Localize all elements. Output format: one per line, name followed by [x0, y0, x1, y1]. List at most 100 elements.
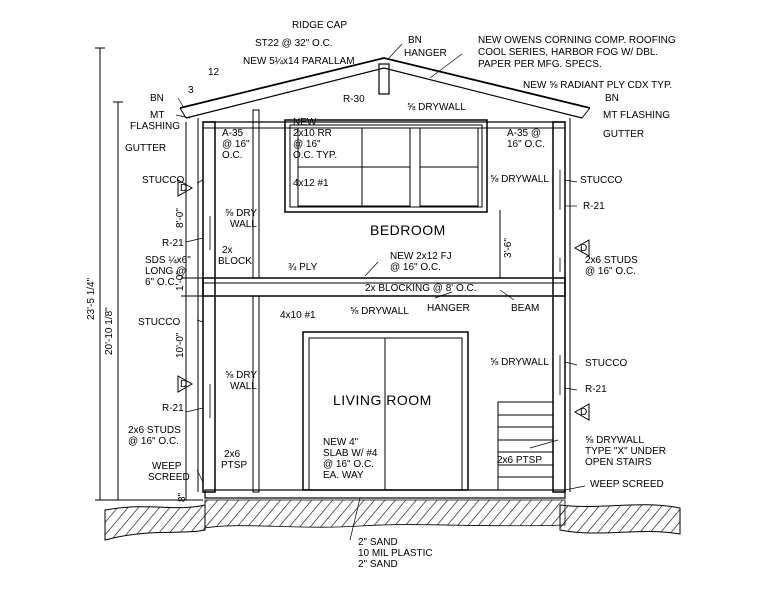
label-a35-right-1: A-35 @ [507, 128, 542, 139]
label-a35-right-2: 16" O.C. [507, 139, 546, 150]
detail-marker [177, 375, 194, 393]
label-ptsp-right: 2x6 PTSP [497, 455, 543, 466]
label-mt-right: MT FLASHING [603, 110, 671, 121]
label-block-1: 2x [222, 245, 233, 256]
label-sds-1: SDS ¼x6" [145, 255, 191, 266]
label-header-4x10: 4x10 #1 [280, 310, 316, 321]
room-label-living-room: LIVING ROOM [333, 392, 432, 408]
label-r21-upper-left: R-21 [162, 238, 184, 249]
label-foundation-2: 10 MIL PLASTIC [358, 548, 433, 559]
stairs [497, 401, 554, 491]
dim-upper-wall: 8'-0" [175, 208, 186, 228]
label-parallam: NEW 5¼x14 PARALLAM [243, 56, 355, 67]
detail-marker [573, 239, 590, 257]
ridge-beam [378, 63, 390, 95]
label-gutter-left: GUTTER [125, 143, 167, 154]
label-block-2: BLOCK [218, 256, 252, 267]
label-slope-run: 12 [208, 67, 220, 78]
label-drywall-lower-left-1: ⅝ DRY [225, 370, 258, 381]
label-beam: BEAM [511, 303, 540, 314]
label-ptsp-left-2: PTSP [221, 460, 248, 471]
label-r21-lower-right: R-21 [585, 384, 607, 395]
label-mt-left-2: FLASHING [130, 121, 181, 132]
label-stucco-upper-left: STUCCO [142, 175, 185, 186]
detail-marker [177, 179, 194, 197]
stud [252, 295, 260, 493]
ground-hatch [559, 504, 681, 535]
label-ridge-cap: RIDGE CAP [292, 20, 348, 31]
label-hanger: HANGER [427, 303, 470, 314]
label-stucco-upper-right: STUCCO [580, 175, 623, 186]
detail-marker-label: D [180, 379, 188, 390]
dim-floor-depth: 1'-0" [175, 271, 186, 291]
label-r30: R-30 [343, 94, 365, 105]
label-slab-3: @ 16" O.C. [323, 459, 374, 470]
stud [252, 109, 260, 279]
label-gutter-right: GUTTER [603, 129, 645, 140]
label-fj-2: @ 16" O.C. [390, 262, 441, 273]
label-stair-drywall-3: OPEN STAIRS [585, 457, 652, 468]
label-sds-2: LONG @ [145, 266, 187, 277]
dim-window-sill: 3'-6" [503, 238, 514, 258]
label-slope-rise: 3 [188, 85, 194, 96]
label-bn-right: BN [605, 93, 619, 104]
dim-lower-wall: 10'-0" [175, 332, 186, 358]
ground-hatch [104, 504, 206, 541]
room-label-bedroom: BEDROOM [370, 222, 446, 238]
label-bn-top: BN [408, 35, 422, 46]
label-header-4x12: 4x12 #1 [293, 178, 329, 189]
label-stair-drywall-2: TYPE "X" UNDER [585, 446, 667, 457]
detail-marker-label: D [580, 243, 588, 254]
label-bn-left: BN [150, 93, 164, 104]
right-wall [552, 121, 566, 493]
label-weep-left-1: WEEP [152, 461, 182, 472]
label-slab-2: SLAB W/ #4 [323, 448, 378, 459]
label-a35-left-2: @ 16" [222, 139, 250, 150]
label-drywall-lower-right: ⅝ DRYWALL [490, 357, 549, 368]
label-weep-left-2: SCREED [148, 472, 190, 483]
label-roofing-3: PAPER PER MFG. SPECS. [478, 59, 602, 70]
label-slab-4: EA. WAY [323, 470, 364, 481]
label-rafter-3: @ 16" [293, 139, 321, 150]
label-r21-lower-left: R-21 [162, 403, 184, 414]
window [284, 119, 488, 213]
dim-top-plate: 20'-10 1/8" [104, 307, 115, 355]
label-a35-left-1: A-35 [222, 128, 244, 139]
label-foundation-1: 2" SAND [358, 537, 398, 548]
label-foundation-3: 2" SAND [358, 559, 398, 570]
label-studs-left-2: @ 16" O.C. [128, 436, 179, 447]
label-roofing-1: NEW OWENS CORNING COMP. ROOFING [478, 35, 676, 46]
label-stair-drywall-1: ⅝ DRYWALL [585, 435, 644, 446]
label-blocking: 2x BLOCKING @ 8' O.C. [365, 283, 477, 294]
label-hanger-top: HANGER [404, 48, 447, 59]
soil-hatch [204, 499, 566, 529]
label-st22: ST22 @ 32" O.C. [255, 38, 333, 49]
label-rafter-2: 2x10 RR [293, 128, 332, 139]
label-mt-left-1: MT [150, 110, 165, 121]
dim-sill: 8" [177, 492, 188, 502]
label-weep-right: WEEP SCREED [590, 479, 664, 490]
detail-marker-label: D [180, 183, 188, 194]
label-drywall-lower-left-2: WALL [230, 381, 257, 392]
detail-marker [573, 403, 590, 421]
label-ply: ¾ PLY [288, 262, 318, 273]
label-studs-right-2: @ 16" O.C. [585, 266, 636, 277]
label-drywall-upper-right: ⅝ DRYWALL [490, 174, 549, 185]
label-stucco-lower-left: STUCCO [138, 317, 181, 328]
label-sds-3: 6" O.C. [145, 277, 178, 288]
label-r21-upper-right: R-21 [583, 201, 605, 212]
label-drywall-ceiling: ⅝ DRYWALL [407, 102, 466, 113]
label-drywall-upper-left-1: ⅝ DRY [225, 208, 258, 219]
dim-overall: 23'-5 1/4" [86, 277, 97, 320]
roof [179, 57, 591, 109]
label-ptsp-left-1: 2x6 [224, 449, 241, 460]
label-a35-left-3: O.C. [222, 150, 243, 161]
label-rafter-4: O.C. TYP. [293, 150, 338, 161]
label-drywall-upper-left-2: WALL [230, 219, 257, 230]
label-studs-left-1: 2x6 STUDS [128, 425, 181, 436]
label-radiant-ply: NEW ⅝ RADIANT PLY CDX TYP. [523, 80, 673, 91]
label-slab-1: NEW 4" [323, 437, 359, 448]
left-wall [202, 121, 216, 493]
